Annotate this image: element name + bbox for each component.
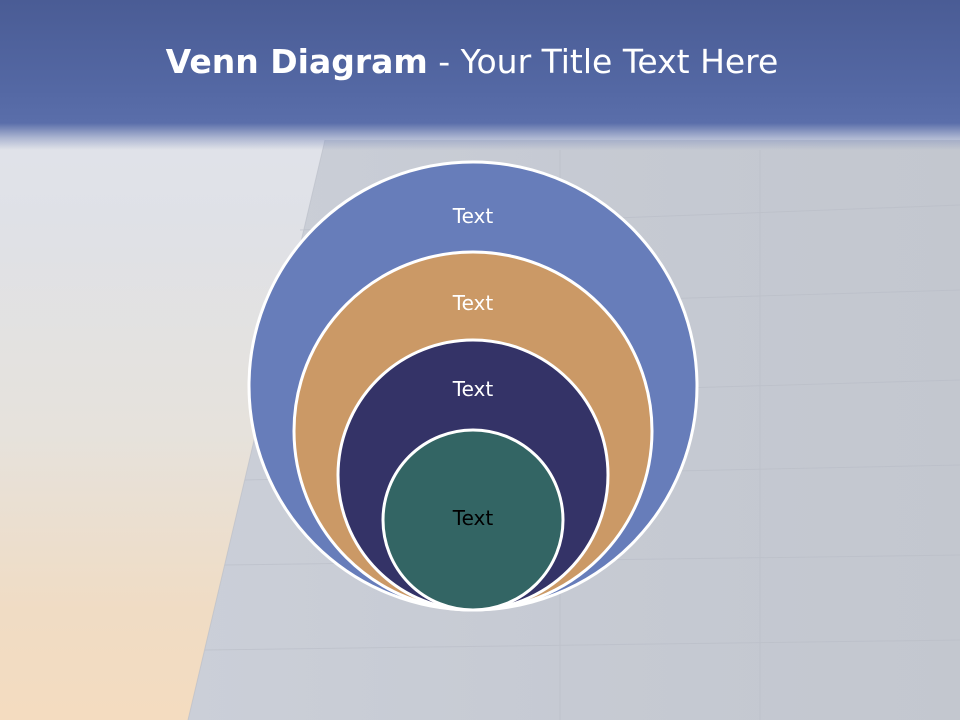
title-bold: Venn Diagram [165,42,428,81]
venn-outer-label: Text [452,204,494,228]
venn-inner-label: Text [452,506,494,530]
venn-second-label: Text [452,291,494,315]
slide-title: Venn Diagram - Your Title Text Here [0,40,944,84]
venn-third-label: Text [452,377,494,401]
title-band [0,0,960,150]
title-rest: - Your Title Text Here [427,42,779,81]
venn-inner-circle [381,428,565,612]
